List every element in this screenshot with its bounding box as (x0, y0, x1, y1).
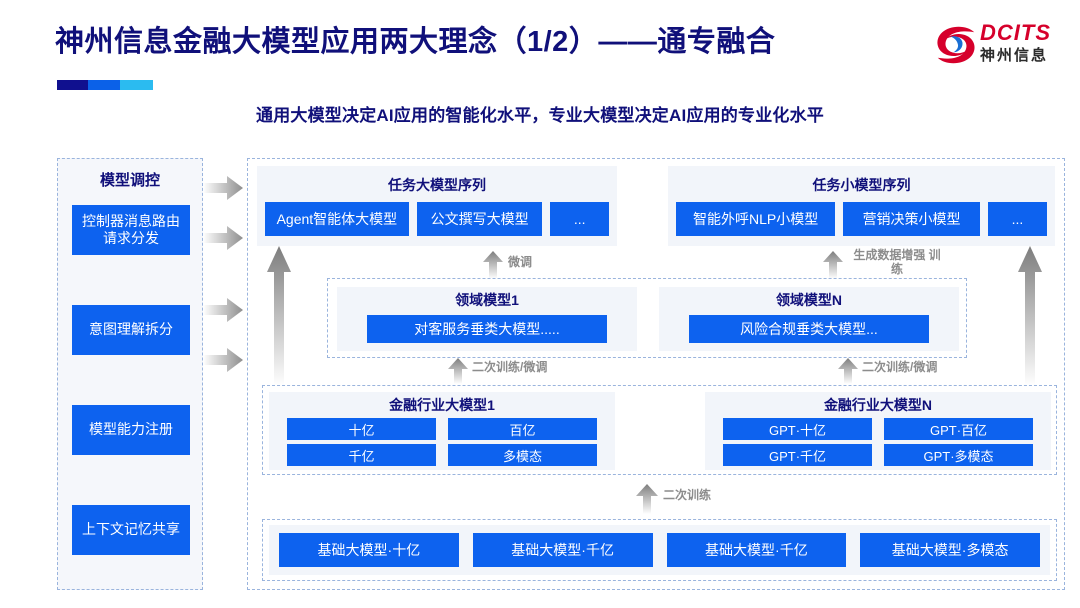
task-small-item-more[interactable]: ... (987, 202, 1047, 236)
task-big-title: 任务大模型序列 (388, 177, 486, 193)
industry-n-item-2[interactable]: GPT·千亿 (723, 444, 872, 466)
label-retrain: 二次训练 (663, 488, 712, 502)
task-small-panel: 任务小模型序列 智能外呼NLP小模型 营销决策小模型 ... (668, 166, 1055, 246)
up-arrow-retrain-left (448, 358, 468, 384)
sidebar-item-context[interactable]: 上下文记忆共享 (72, 505, 190, 555)
industry-1-item-0[interactable]: 十亿 (287, 418, 436, 440)
industry-panel-1: 金融行业大模型1 十亿 百亿 千亿 多模态 (269, 392, 615, 470)
industry-panel-n-items: GPT·十亿 GPT·百亿 GPT·千亿 GPT·多模态 (723, 418, 1033, 466)
industry-panel-n-title: 金融行业大模型N (823, 397, 933, 413)
accent-bar (57, 80, 153, 90)
domain-panel-1-title: 领域模型1 (455, 292, 519, 308)
task-big-item-more[interactable]: ... (550, 202, 609, 236)
industry-n-item-1[interactable]: GPT·百亿 (884, 418, 1033, 440)
domain-model-container: 领域模型1 对客服务垂类大模型..... 领域模型N 风险合规垂类大模型... (327, 278, 967, 358)
domain-panel-1-chip[interactable]: 对客服务垂类大模型..... (367, 315, 607, 343)
industry-1-item-2[interactable]: 千亿 (287, 444, 436, 466)
base-item-2[interactable]: 基础大模型·千亿 (666, 533, 847, 567)
task-big-items: Agent智能体大模型 公文撰写大模型 ... (265, 202, 609, 236)
sidebar-item-registry[interactable]: 模型能力注册 (72, 405, 190, 455)
accent-segment-1 (57, 80, 88, 90)
logo-brand-cn: 神州信息 (980, 47, 1049, 64)
task-big-item-doc[interactable]: 公文撰写大模型 (416, 202, 543, 236)
label-data-augment: 生成数据增强 训练 (853, 248, 941, 276)
task-big-panel: 任务大模型序列 Agent智能体大模型 公文撰写大模型 ... (257, 166, 617, 246)
dcits-swirl-icon (937, 26, 975, 64)
industry-panel-n: 金融行业大模型N GPT·十亿 GPT·百亿 GPT·千亿 GPT·多模态 (705, 392, 1051, 470)
base-item-1[interactable]: 基础大模型·千亿 (472, 533, 653, 567)
up-arrow-fine-tune-left (483, 251, 503, 279)
base-item-3[interactable]: 基础大模型·多模态 (860, 533, 1040, 567)
industry-panel-1-title: 金融行业大模型1 (389, 397, 495, 413)
logo-wordmark: DCITS 神州信息 (980, 22, 1051, 66)
accent-segment-2 (87, 80, 121, 90)
base-model-container: 基础大模型·十亿 基础大模型·千亿 基础大模型·千亿 基础大模型·多模态 (262, 519, 1057, 581)
up-arrow-tall-right (1018, 246, 1042, 386)
base-model-items: 基础大模型·十亿 基础大模型·千亿 基础大模型·千亿 基础大模型·多模态 (269, 525, 1050, 575)
task-big-item-agent[interactable]: Agent智能体大模型 (265, 202, 409, 236)
task-small-item-marketing[interactable]: 营销决策小模型 (843, 202, 980, 236)
up-arrow-retrain-base (636, 484, 658, 514)
task-small-title: 任务小模型序列 (812, 177, 911, 193)
industry-model-container: 金融行业大模型1 十亿 百亿 千亿 多模态 金融行业大模型N GPT·十亿 GP… (262, 385, 1057, 475)
flow-arrow-right-2 (203, 226, 243, 250)
flow-arrow-right-1 (203, 176, 243, 200)
domain-panel-n-title: 领域模型N (775, 292, 843, 308)
base-item-0[interactable]: 基础大模型·十亿 (279, 533, 459, 567)
logo-brand-en: DCITS (980, 20, 1051, 45)
sidebar-item-router[interactable]: 控制器消息路由请求分发 (72, 205, 190, 255)
industry-1-item-1[interactable]: 百亿 (448, 418, 597, 440)
industry-n-item-3[interactable]: GPT·多模态 (884, 444, 1033, 466)
company-logo: DCITS 神州信息 (934, 20, 1062, 76)
sidebar-panel: 模型调控 控制器消息路由请求分发 意图理解拆分 模型能力注册 上下文记忆共享 (57, 158, 203, 590)
label-retrain-finetune-right: 二次训练/微调 (862, 360, 938, 374)
industry-1-item-3[interactable]: 多模态 (448, 444, 597, 466)
label-retrain-finetune-left: 二次训练/微调 (472, 360, 548, 374)
industry-panel-1-items: 十亿 百亿 千亿 多模态 (287, 418, 597, 466)
label-fine-tune: 微调 (508, 255, 533, 269)
up-arrow-tall-left (267, 246, 291, 386)
domain-panel-n: 领域模型N 风险合规垂类大模型... (659, 287, 959, 351)
industry-n-item-0[interactable]: GPT·十亿 (723, 418, 872, 440)
task-small-item-nlp[interactable]: 智能外呼NLP小模型 (676, 202, 836, 236)
domain-panel-1: 领域模型1 对客服务垂类大模型..... (337, 287, 637, 351)
task-small-items: 智能外呼NLP小模型 营销决策小模型 ... (676, 202, 1047, 236)
domain-panel-n-chip[interactable]: 风险合规垂类大模型... (689, 315, 929, 343)
sidebar-title: 模型调控 (99, 172, 160, 189)
accent-segment-3 (120, 80, 153, 90)
up-arrow-data-augment (823, 251, 843, 279)
page-subtitle: 通用大模型决定AI应用的智能化水平，专业大模型决定AI应用的专业化水平 (256, 106, 824, 125)
flow-arrow-right-3 (203, 298, 243, 322)
flow-arrow-right-4 (203, 348, 243, 372)
up-arrow-retrain-right (838, 358, 858, 384)
sidebar-item-intent[interactable]: 意图理解拆分 (72, 305, 190, 355)
page-title: 神州信息金融大模型应用两大理念（1/2）——通专融合 (55, 26, 776, 58)
